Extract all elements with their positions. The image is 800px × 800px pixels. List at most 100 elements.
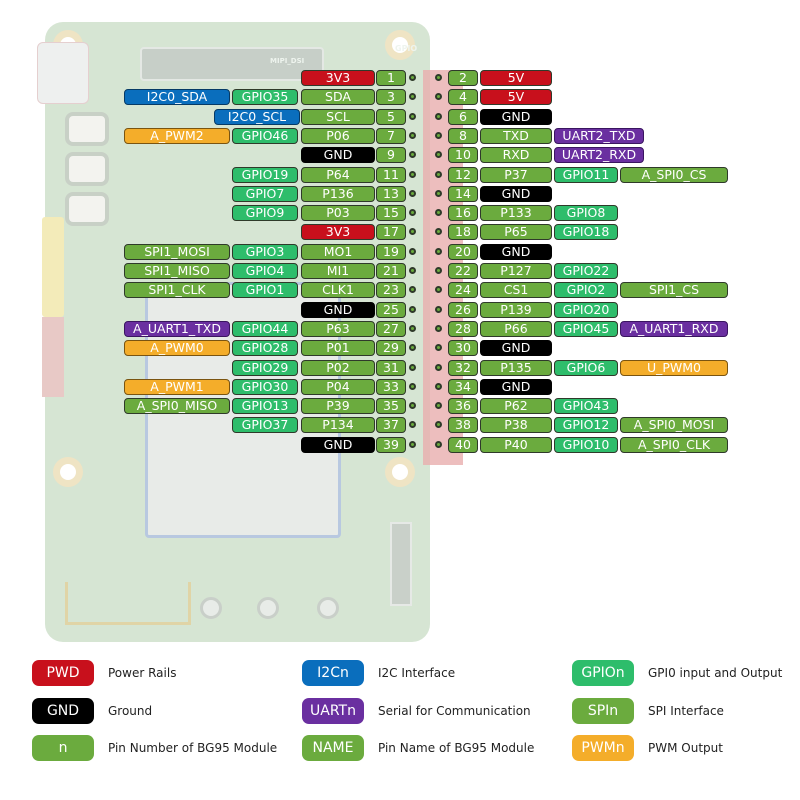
gpio-label: GPIO35 — [232, 89, 298, 105]
pin-name: 5V — [480, 70, 552, 86]
pin-number: 6 — [448, 109, 478, 125]
pin-connector-icon — [435, 325, 442, 332]
pin-name: P64 — [301, 167, 375, 183]
pin-name: P37 — [480, 167, 552, 183]
pin-connector-icon — [435, 248, 442, 255]
function-label: U_PWM0 — [620, 360, 728, 376]
mounting-hole — [385, 457, 415, 487]
legend-description: Power Rails — [108, 666, 177, 680]
legend-chip: GPIOn — [572, 660, 634, 686]
pin-number: 1 — [376, 70, 406, 86]
pin-number: 8 — [448, 128, 478, 144]
legend-description: PWM Output — [648, 741, 723, 755]
gpio-label: GPIO10 — [554, 437, 618, 453]
pin-connector-icon — [409, 113, 416, 120]
pin-number: 34 — [448, 379, 478, 395]
function-label: I2C0_SCL — [214, 109, 300, 125]
pin-name: P66 — [480, 321, 552, 337]
gpio-label: GPIO11 — [554, 167, 618, 183]
pin-number: 22 — [448, 263, 478, 279]
pin-name: MO1 — [301, 244, 375, 260]
pin-number: 16 — [448, 205, 478, 221]
pin-connector-icon — [409, 93, 416, 100]
pin-name: P04 — [301, 379, 375, 395]
pin-connector-icon — [409, 441, 416, 448]
legend-description: SPI Interface — [648, 704, 724, 718]
pin-connector-icon — [435, 228, 442, 235]
pin-connector-icon — [435, 344, 442, 351]
gpio-label: GPIO28 — [232, 340, 298, 356]
gpio-label: GPIO19 — [232, 167, 298, 183]
gpio-label: GPIO30 — [232, 379, 298, 395]
pin-connector-icon — [409, 151, 416, 158]
pin-name: GND — [301, 147, 375, 163]
pin-connector-icon — [409, 421, 416, 428]
pin-number: 3 — [376, 89, 406, 105]
pin-number: 4 — [448, 89, 478, 105]
pin-connector-icon — [409, 286, 416, 293]
pin-connector-icon — [409, 383, 416, 390]
gpio-label: GPIO43 — [554, 398, 618, 414]
pin-name: P03 — [301, 205, 375, 221]
pin-number: 5 — [376, 109, 406, 125]
gpio-label: GPIO29 — [232, 360, 298, 376]
gpio-label: GPIO22 — [554, 263, 618, 279]
pin-connector-icon — [435, 421, 442, 428]
pin-name: P65 — [480, 224, 552, 240]
function-label: SPI1_MISO — [124, 263, 230, 279]
pin-connector-icon — [409, 325, 416, 332]
pin-name: P62 — [480, 398, 552, 414]
pin-connector-icon — [435, 74, 442, 81]
legend-chip: n — [32, 735, 94, 761]
gpio-label: GPIO1 — [232, 282, 298, 298]
legend-chip: UARTn — [302, 698, 364, 724]
pin-name: P02 — [301, 360, 375, 376]
function-label: A_SPI0_CLK — [620, 437, 728, 453]
gpio-label: GPIO9 — [232, 205, 298, 221]
pin-name: GND — [480, 379, 552, 395]
legend-chip: PWD — [32, 660, 94, 686]
pin-number: 15 — [376, 205, 406, 221]
gpio-label: GPIO2 — [554, 282, 618, 298]
legend-description: I2C Interface — [378, 666, 456, 680]
gpio-label: GPIO8 — [554, 205, 618, 221]
gpio-silkscreen: GPIO — [395, 44, 418, 53]
pin-number: 23 — [376, 282, 406, 298]
legend-item-pwd: PWD Power Rails — [32, 660, 176, 686]
pin-connector-icon — [435, 93, 442, 100]
pwk-button-icon — [65, 112, 109, 146]
pin-number: 37 — [376, 417, 406, 433]
pin-name: P06 — [301, 128, 375, 144]
pin-name: GND — [301, 302, 375, 318]
pin-number: 10 — [448, 147, 478, 163]
pin-name: SCL — [301, 109, 375, 125]
pin-connector-icon — [435, 402, 442, 409]
pin-number: 13 — [376, 186, 406, 202]
legend-chip: PWMn — [572, 735, 634, 761]
gpio-label: GPIO6 — [554, 360, 618, 376]
pin-number: 21 — [376, 263, 406, 279]
pin-number: 35 — [376, 398, 406, 414]
gpio-label: GPIO7 — [232, 186, 298, 202]
ufl-connector-icon — [257, 597, 279, 619]
pin-connector-icon — [409, 209, 416, 216]
function-label: I2C0_SDA — [124, 89, 230, 105]
pin-number: 12 — [448, 167, 478, 183]
legend-description: Ground — [108, 704, 153, 718]
legend-chip: SPIn — [572, 698, 634, 724]
pin-connector-icon — [435, 286, 442, 293]
pin-number: 30 — [448, 340, 478, 356]
pin-number: 25 — [376, 302, 406, 318]
pin-number: 11 — [376, 167, 406, 183]
pin-connector-icon — [435, 171, 442, 178]
pin-name: SDA — [301, 89, 375, 105]
pin-name: P139 — [480, 302, 552, 318]
pin-number: 7 — [376, 128, 406, 144]
ufl-connector-icon — [200, 597, 222, 619]
pin-name: GND — [480, 340, 552, 356]
pin-name: P01 — [301, 340, 375, 356]
